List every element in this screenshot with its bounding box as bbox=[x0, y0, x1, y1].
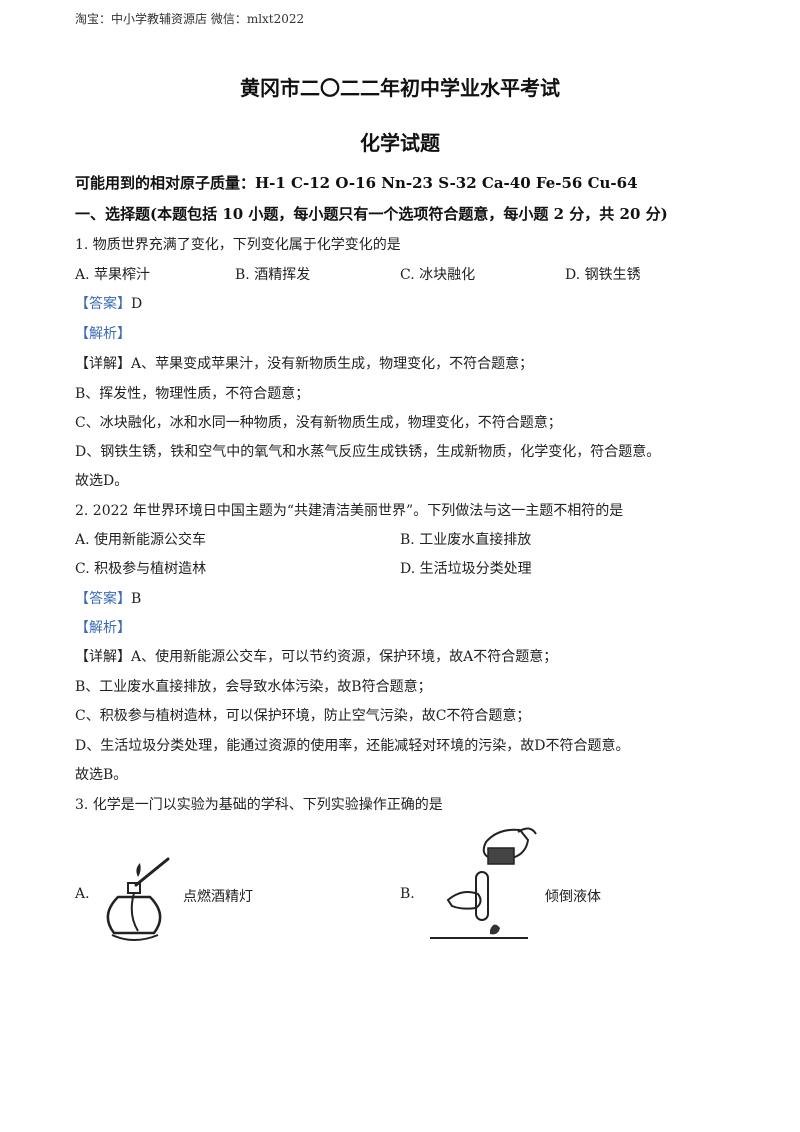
page-header: 淘宝：中小学教辅资源店 微信：mlxt2022 bbox=[75, 12, 305, 26]
q2-option-a: A. 使用新能源公交车 bbox=[75, 532, 207, 548]
q3-option-a-label: 点燃酒精灯 bbox=[183, 889, 253, 905]
q2-conclusion: 故选B。 bbox=[75, 767, 128, 783]
answer-value: B bbox=[131, 591, 142, 607]
question-2-stem: 2. 2022 年世界环境日中国主题为“共建清洁美丽世界”。下列做法与这一主题不… bbox=[75, 503, 624, 519]
q1-option-a: A. 苹果榨汁 bbox=[75, 267, 151, 283]
detail-tag: 【详解】 bbox=[75, 356, 131, 372]
question-3-stem: 3. 化学是一门以实验为基础的学科、下列实验操作正确的是 bbox=[75, 797, 443, 813]
q2-option-d: D. 生活垃圾分类处理 bbox=[400, 561, 532, 577]
q3-option-b-letter: B. bbox=[400, 886, 415, 902]
q1-detail-a: 【详解】A、苹果变成苹果汁，没有新物质生成，物理变化，不符合题意； bbox=[75, 353, 533, 373]
exam-subtitle: 化学试题 bbox=[360, 131, 440, 155]
q2-option-b: B. 工业废水直接排放 bbox=[400, 532, 532, 548]
q2-analysis-tag: 【解析】 bbox=[75, 620, 131, 636]
q2-detail-b: B、工业废水直接排放，会导致水体污染，故B符合题意； bbox=[75, 679, 432, 695]
q1-analysis-tag: 【解析】 bbox=[75, 326, 131, 342]
q3-option-b-label: 倾倒液体 bbox=[545, 889, 601, 905]
q2-detail-c: C、积极参与植树造林，可以保护环境，防止空气污染，故C不符合题意； bbox=[75, 708, 531, 724]
exam-title: 黄冈市二〇二二年初中学业水平考试 bbox=[240, 76, 560, 100]
q1-detail-b: B、挥发性，物理性质，不符合题意； bbox=[75, 386, 310, 402]
q2-answer: 【答案】B bbox=[75, 588, 141, 608]
question-1-stem: 1. 物质世界充满了变化，下列变化属于化学变化的是 bbox=[75, 237, 401, 253]
q1-answer: 【答案】D bbox=[75, 293, 142, 313]
answer-tag: 【答案】 bbox=[75, 296, 131, 312]
q1-detail-c: C、冰块融化，冰和水同一种物质，没有新物质生成，物理变化，不符合题意； bbox=[75, 415, 562, 431]
q2-detail-a: 【详解】A、使用新能源公交车，可以节约资源，保护环境，故A不符合题意； bbox=[75, 646, 557, 666]
q1-conclusion: 故选D。 bbox=[75, 473, 129, 489]
section-heading: 一、选择题(本题包括 10 小题，每小题只有一个选项符合题意，每小题 2 分，共… bbox=[75, 205, 668, 223]
pouring-liquid-illustration bbox=[430, 827, 537, 939]
detail-text: A、使用新能源公交车，可以节约资源，保护环境，故A不符合题意； bbox=[131, 649, 558, 665]
q1-detail-d: D、钢铁生锈，铁和空气中的氧气和水蒸气反应生成铁锈，生成新物质，化学变化，符合题… bbox=[75, 444, 661, 460]
answer-tag: 【答案】 bbox=[75, 591, 131, 607]
answer-value: D bbox=[131, 296, 143, 312]
q2-option-c: C. 积极参与植树造林 bbox=[75, 561, 207, 577]
detail-text: A、苹果变成苹果汁，没有新物质生成，物理变化，不符合题意； bbox=[131, 356, 534, 372]
q1-option-d: D. 钢铁生锈 bbox=[565, 267, 641, 283]
detail-tag: 【详解】 bbox=[75, 649, 131, 665]
alcohol-lamp-lighting-illustration bbox=[106, 857, 170, 941]
q3-option-a-letter: A. bbox=[75, 886, 90, 902]
q1-option-c: C. 冰块融化 bbox=[400, 267, 476, 283]
q1-option-b: B. 酒精挥发 bbox=[235, 267, 311, 283]
atomic-masses: 可能用到的相对原子质量：H-1 C-12 O-16 Nn-23 S-32 Ca-… bbox=[75, 174, 638, 192]
q2-detail-d: D、生活垃圾分类处理，能通过资源的使用率，还能减轻对环境的污染，故D不符合题意。 bbox=[75, 738, 630, 754]
